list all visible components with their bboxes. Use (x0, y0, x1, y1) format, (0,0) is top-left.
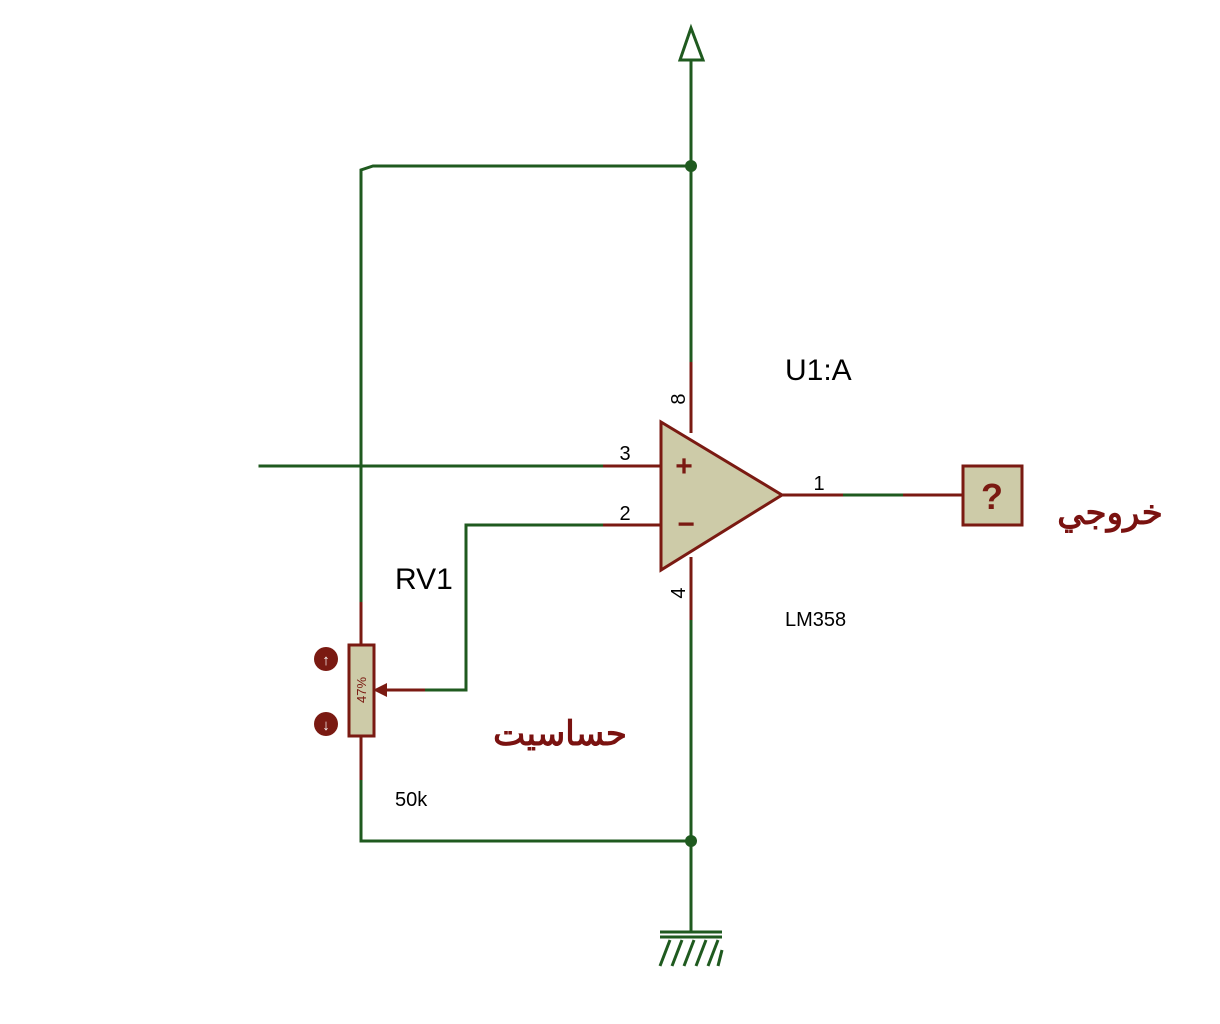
pot-wiper-percent: 47% (354, 677, 369, 703)
opamp-reference-label: U1:A (785, 354, 852, 387)
sensitivity-label: حساسیت (493, 714, 627, 754)
potentiometer-rv1 (347, 602, 425, 780)
arrow-down-icon: ↓ (322, 717, 330, 734)
output-label: خروجي (1057, 493, 1163, 533)
pot-decrease-circle[interactable] (314, 712, 338, 736)
junction-dot-bottom (685, 835, 697, 847)
wire-wiper-pin2 (423, 523, 605, 692)
probe-body (961, 464, 1024, 527)
pot-increase-circle[interactable] (314, 647, 338, 671)
pot-increase-button[interactable]: ↑ (314, 647, 338, 671)
vcc-terminal-icon (677, 23, 706, 62)
wires (258, 58, 905, 934)
junction-dot-top (685, 160, 697, 172)
pin-number-8: 8 (668, 393, 690, 404)
pin-number-1: 1 (813, 473, 824, 495)
wire-top-to-pot (359, 164, 693, 604)
wire-pot-to-ground (359, 778, 693, 843)
probe-question-icon: ? (981, 476, 1003, 517)
output-probe: ? (903, 464, 1024, 527)
arrow-up-icon: ↑ (322, 652, 330, 669)
pin-number-2: 2 (619, 503, 630, 525)
pot-value-label: 50k (395, 789, 428, 811)
pot-reference-label: RV1 (395, 563, 453, 596)
opamp-part-label: LM358 (785, 609, 846, 631)
pot-wiper-arrowhead (373, 683, 387, 697)
pin-number-3: 3 (619, 443, 630, 465)
opamp-u1a (603, 362, 843, 620)
opamp-minus-sign: − (677, 508, 695, 541)
pot-decrease-button[interactable]: ↓ (314, 712, 338, 736)
ground-icon (658, 930, 724, 967)
pin-number-4: 4 (668, 587, 690, 598)
opamp-plus-sign: + (675, 450, 693, 483)
opamp-body (659, 419, 785, 573)
